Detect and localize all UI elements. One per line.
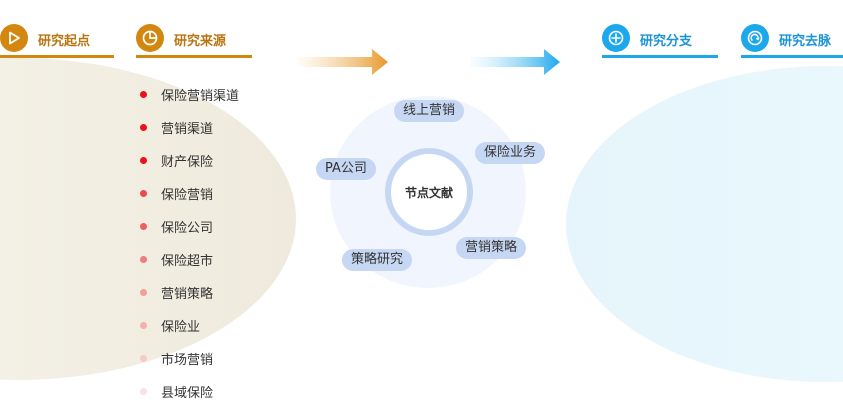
keyword-item[interactable]: 保险营销: [140, 177, 239, 210]
satellite-keyword[interactable]: 策略研究: [342, 249, 413, 271]
header-underline: [0, 55, 114, 58]
keyword-item[interactable]: 财产保险: [140, 144, 239, 177]
header-research-branch[interactable]: 研究分支: [602, 24, 718, 58]
keyword-item[interactable]: 县域保险: [140, 375, 239, 408]
keyword-dot: [140, 289, 147, 296]
refresh-icon: [741, 24, 769, 52]
satellite-keyword[interactable]: 营销策略: [456, 237, 527, 259]
header-research-trend[interactable]: 研究去脉: [741, 24, 843, 58]
satellite-keyword[interactable]: 线上营销: [394, 100, 465, 122]
keyword-label: 保险营销: [161, 188, 214, 203]
keyword-label: 保险业: [161, 320, 201, 335]
keyword-label: 市场营销: [161, 353, 214, 368]
keyword-dot: [140, 355, 147, 362]
orange-flow-arrow: [298, 49, 388, 75]
keyword-item[interactable]: 保险营销渠道: [140, 78, 239, 111]
trend-background-lobe: [566, 66, 843, 382]
keyword-dot: [140, 223, 147, 230]
keyword-item[interactable]: 市场营销: [140, 342, 239, 375]
center-node-label: 节点文献: [404, 185, 453, 200]
keyword-label: 财产保险: [161, 155, 214, 170]
header-label: 研究去脉: [779, 34, 832, 49]
blue-flow-arrow: [470, 49, 560, 75]
keyword-item[interactable]: 保险公司: [140, 210, 239, 243]
keyword-label: 营销渠道: [161, 122, 214, 137]
keyword-dot: [140, 388, 147, 395]
satellite-keyword[interactable]: PA公司: [316, 158, 376, 180]
keyword-dot: [140, 256, 147, 263]
header-underline: [602, 55, 718, 58]
header-label: 研究起点: [38, 34, 91, 49]
center-node[interactable]: 节点文献: [385, 148, 473, 236]
header-research-source[interactable]: 研究来源: [136, 24, 252, 58]
pie-chart-icon: [136, 24, 164, 52]
keyword-item[interactable]: 保险超市: [140, 243, 239, 276]
keyword-label: 营销策略: [161, 287, 214, 302]
keyword-dot: [140, 322, 147, 329]
crosshair-icon: [602, 24, 630, 52]
keyword-item[interactable]: 营销渠道: [140, 111, 239, 144]
header-underline: [136, 55, 252, 58]
keyword-label: 保险公司: [161, 221, 214, 236]
keyword-dot: [140, 190, 147, 197]
keyword-item[interactable]: 营销策略: [140, 276, 239, 309]
keyword-label: 县域保险: [161, 386, 214, 401]
keyword-dot: [140, 157, 147, 164]
satellite-keyword[interactable]: 保险业务: [475, 142, 546, 164]
keyword-dot: [140, 124, 147, 131]
header-underline: [741, 55, 843, 58]
header-label: 研究来源: [174, 34, 227, 49]
keyword-item[interactable]: 保险业: [140, 309, 239, 342]
keyword-label: 保险营销渠道: [161, 89, 240, 104]
header-research-start[interactable]: 研究起点: [0, 24, 114, 58]
header-label: 研究分支: [640, 34, 693, 49]
keyword-dot: [140, 91, 147, 98]
play-triangle-icon: [0, 24, 28, 52]
source-keyword-list: 保险营销渠道 营销渠道 财产保险 保险营销 保险公司 保险超市 营销策略 保险业…: [140, 78, 239, 408]
keyword-label: 保险超市: [161, 254, 214, 269]
